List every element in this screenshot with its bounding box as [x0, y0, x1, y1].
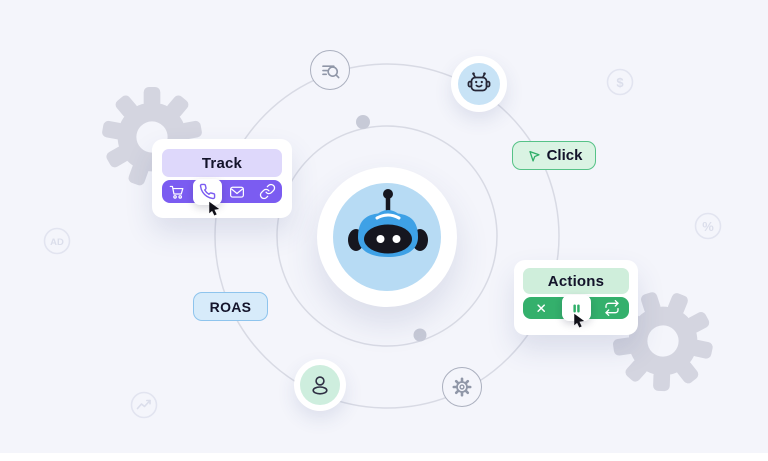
cart-icon: [169, 185, 184, 199]
pause-tool-button[interactable]: [561, 295, 591, 321]
user-icon: [312, 376, 328, 395]
track-toolbar: [162, 178, 282, 205]
repeat-icon: [604, 300, 619, 316]
bottom-strip: [0, 453, 768, 461]
percent-icon: %: [694, 212, 722, 240]
close-icon: [536, 304, 545, 312]
trend-up-icon: [130, 391, 158, 419]
percent-icon-glyph: %: [702, 219, 714, 234]
orbit-dot-bottom: [413, 328, 427, 342]
track-cursor-icon: [209, 201, 220, 216]
actions-cursor-icon: [574, 313, 585, 328]
cart-tool-button[interactable]: [163, 181, 191, 203]
phone-icon: [199, 183, 215, 200]
click-badge-label: Click: [546, 147, 583, 164]
mail-icon: [230, 186, 245, 198]
bot-face-icon: [467, 72, 491, 92]
robot-mascot-icon: [348, 189, 428, 257]
outer-orbit-ring: [214, 63, 560, 409]
bot-chip: [451, 56, 507, 112]
actions-card-title: Actions: [523, 268, 629, 294]
settings-chip: [442, 367, 482, 407]
click-badge[interactable]: Click: [512, 141, 596, 170]
orbit-dot-top: [356, 115, 370, 129]
search-chip: [310, 50, 350, 90]
dollar-icon-glyph: $: [616, 75, 624, 90]
actions-toolbar: [523, 295, 629, 321]
link-icon: [259, 183, 275, 200]
actions-card: Actions: [514, 260, 638, 335]
mail-tool-button[interactable]: [223, 181, 251, 203]
dollar-icon: $: [606, 68, 634, 96]
roas-badge-label: ROAS: [209, 298, 252, 315]
inner-orbit-ring: [276, 125, 498, 347]
user-chip: [294, 359, 346, 411]
repeat-tool-button[interactable]: [598, 297, 626, 319]
ad-mark: AD: [43, 227, 71, 255]
roas-badge[interactable]: ROAS: [193, 292, 268, 321]
link-tool-button[interactable]: [253, 181, 281, 203]
cursor-click-icon: [528, 150, 540, 162]
close-tool-button[interactable]: [527, 297, 555, 319]
track-card-title: Track: [162, 149, 282, 177]
gear-decoration-bottom-right: [613, 292, 713, 392]
search-list-icon: [322, 65, 340, 79]
pause-icon: [572, 303, 580, 313]
ad-mark-label: AD: [50, 237, 64, 248]
phone-tool-button[interactable]: [192, 178, 222, 205]
track-card: Track: [152, 139, 292, 218]
settings-gear-icon: [452, 377, 472, 397]
